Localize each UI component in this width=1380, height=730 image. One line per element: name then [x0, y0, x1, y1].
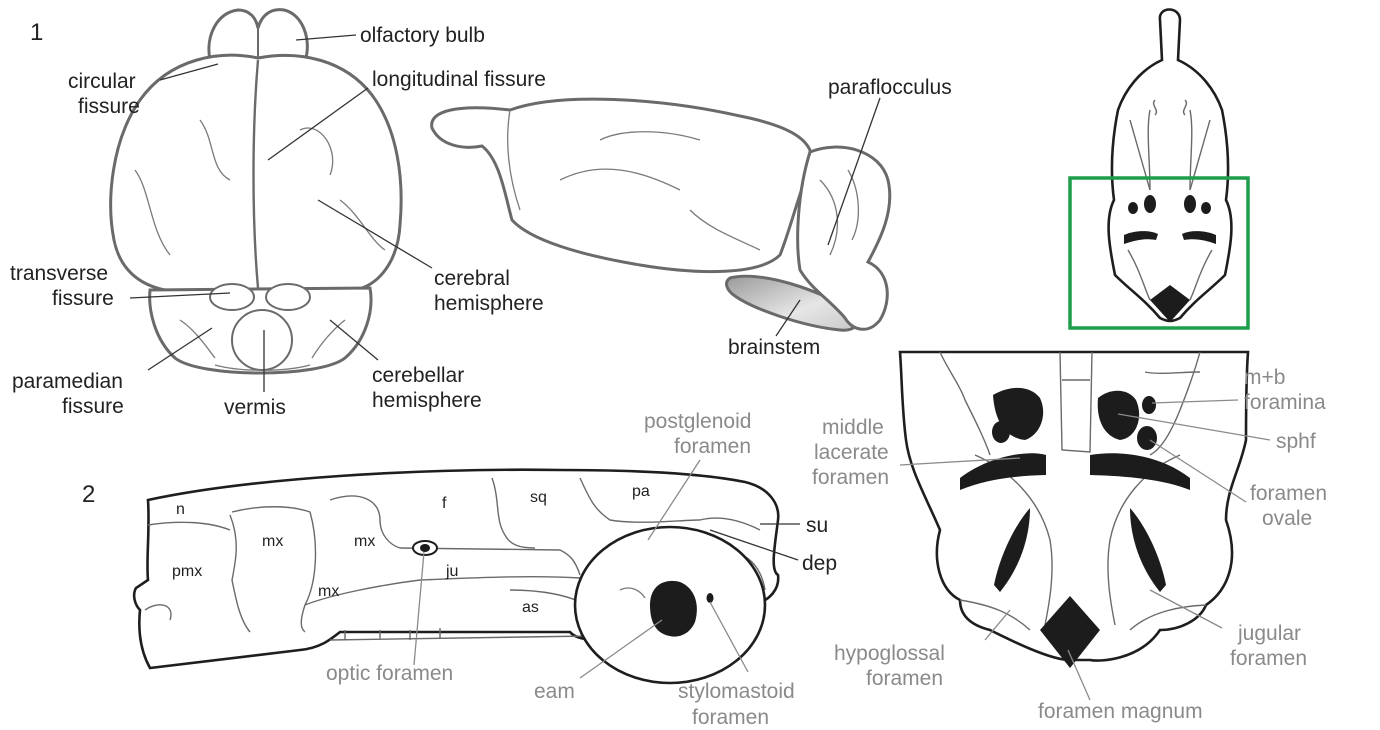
- label-pmx: pmx: [172, 563, 202, 580]
- label-jugular-foramen-1: jugular: [1237, 622, 1301, 645]
- panel-number-1: 1: [30, 19, 43, 46]
- label-postglenoid-1: postglenoid: [644, 410, 751, 433]
- label-middle-lacerate-3: foramen: [812, 466, 889, 489]
- label-mx-jugal: mx: [318, 583, 339, 600]
- label-foramen-magnum: foramen magnum: [1038, 700, 1203, 723]
- label-sq: sq: [530, 489, 547, 506]
- label-paraflocculus: paraflocculus: [828, 76, 952, 99]
- label-hypoglossal-foramen-2: foramen: [866, 667, 943, 690]
- skull-ventral-small: [1070, 10, 1248, 329]
- label-dep: dep: [802, 552, 837, 575]
- label-mx-orbit: mx: [354, 533, 375, 550]
- label-foramen-ovale-1: foramen: [1250, 482, 1327, 505]
- label-stylomastoid-1: stylomastoid: [678, 680, 795, 703]
- label-sphf: sphf: [1276, 430, 1316, 453]
- label-circular-fissure-1: circular: [68, 70, 136, 93]
- label-paramedian-fissure-1: paramedian: [12, 370, 123, 393]
- label-mb-foramina-1: m+b: [1244, 366, 1285, 389]
- label-hypoglossal-foramen-1: hypoglossal: [834, 642, 945, 665]
- label-paramedian-fissure-2: fissure: [62, 395, 124, 418]
- label-pa: pa: [632, 483, 650, 500]
- label-cerebellar-hemisphere-2: hemisphere: [372, 389, 482, 412]
- label-brainstem: brainstem: [728, 336, 820, 359]
- label-optic-foramen: optic foramen: [326, 662, 453, 685]
- label-mb-foramina-2: foramina: [1244, 391, 1326, 414]
- skull-ventral-small-outline: [1109, 10, 1232, 322]
- label-eam: eam: [534, 680, 575, 703]
- label-jugular-foramen-2: foramen: [1230, 647, 1307, 670]
- label-cerebral-hemisphere-2: hemisphere: [434, 292, 544, 315]
- label-mx-nasal: mx: [262, 533, 283, 550]
- label-vermis: vermis: [224, 396, 286, 419]
- label-ju: ju: [445, 563, 458, 580]
- label-olfactory-bulb: olfactory bulb: [360, 24, 485, 47]
- label-f: f: [442, 495, 447, 512]
- label-stylomastoid-2: foramen: [692, 706, 769, 729]
- panel-number-2: 2: [82, 481, 95, 508]
- cerebrum-lateral-shape: [432, 99, 812, 271]
- skull-ventral-enlarged: [900, 352, 1248, 668]
- label-postglenoid-2: foramen: [674, 435, 751, 458]
- label-foramen-ovale-2: ovale: [1262, 507, 1312, 530]
- label-transverse-fissure-2: fissure: [52, 287, 114, 310]
- label-as: as: [522, 599, 539, 616]
- label-circular-fissure-2: fissure: [78, 95, 140, 118]
- label-middle-lacerate-2: lacerate: [814, 441, 889, 464]
- label-transverse-fissure-1: transverse: [10, 262, 108, 285]
- label-cerebral-hemisphere-1: cerebral: [434, 267, 510, 290]
- label-n: n: [176, 501, 185, 518]
- label-longitudinal-fissure: longitudinal fissure: [372, 68, 546, 91]
- label-cerebellar-hemisphere-1: cerebellar: [372, 364, 464, 387]
- label-su: su: [806, 514, 828, 537]
- label-middle-lacerate-1: middle: [822, 416, 884, 439]
